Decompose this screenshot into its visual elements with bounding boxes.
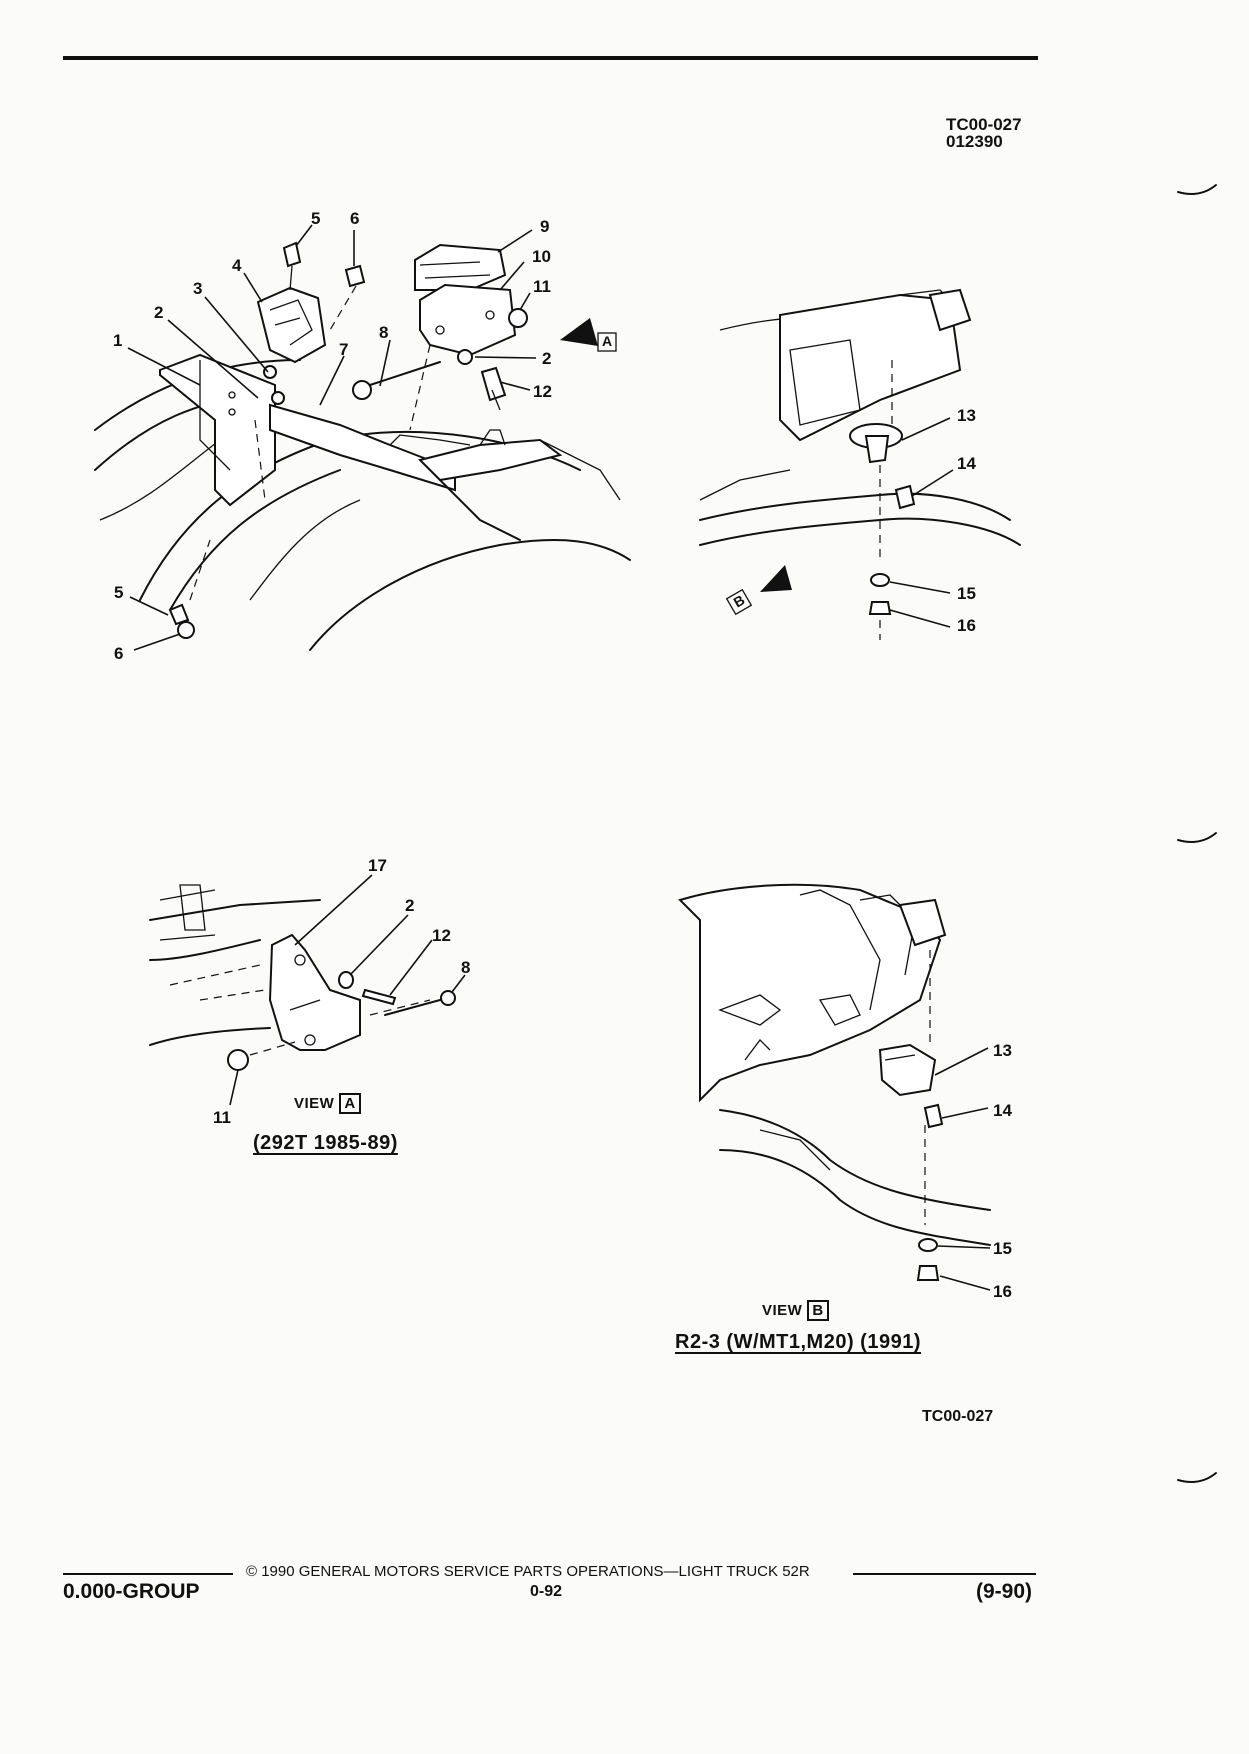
view-b-letter: B: [807, 1300, 829, 1321]
document-code: TC00-027 012390: [946, 116, 1022, 150]
callout-5: 5: [311, 209, 321, 228]
bottom-figure-code: TC00-027: [922, 1408, 994, 1425]
callout-4: 4: [232, 256, 242, 275]
callout-15: 15: [957, 584, 976, 603]
header-rule: [63, 56, 1038, 60]
footer-page-number: 0-92: [530, 1583, 563, 1600]
callout-1: 1: [113, 331, 123, 350]
view-a-label: VIEW: [294, 1095, 335, 1112]
view-b-label: VIEW: [762, 1302, 803, 1319]
callout-15b: 15: [993, 1239, 1012, 1258]
callout-12: 12: [533, 382, 552, 401]
callout-8: 8: [379, 323, 389, 342]
callout-13: 13: [957, 406, 976, 425]
view-b-subtitle: R2-3 (W/MT1,M20) (1991): [675, 1331, 921, 1353]
footer-rule-right: [853, 1573, 1036, 1575]
doc-code: TC00-027: [946, 115, 1022, 134]
callout-5b: 5: [114, 583, 124, 602]
footer-revision: (9-90): [976, 1580, 1033, 1603]
callout-8b: 8: [461, 958, 471, 977]
callout-11: 11: [533, 277, 551, 296]
callout-9: 9: [540, 217, 550, 236]
view-a-letter: A: [339, 1093, 361, 1114]
callout-3: 3: [193, 279, 203, 298]
footer-rule-left: [63, 1573, 233, 1575]
callout-12b: 12: [432, 926, 451, 945]
footer-group: 0.000-GROUP: [63, 1580, 200, 1603]
footer-copyright: © 1990 GENERAL MOTORS SERVICE PARTS OPER…: [246, 1563, 810, 1580]
view-a-subtitle: (292T 1985-89): [253, 1132, 398, 1154]
callout-14: 14: [957, 454, 976, 473]
callout-2c: 2: [405, 896, 415, 915]
callout-17: 17: [368, 856, 387, 875]
callout-2: 2: [154, 303, 164, 322]
callout-11b: 11: [213, 1108, 231, 1127]
view-arrow-a-letter: A: [602, 333, 613, 349]
callout-2b: 2: [542, 349, 552, 368]
callout-10: 10: [532, 247, 551, 266]
callout-6b: 6: [114, 644, 124, 663]
callout-13b: 13: [993, 1041, 1012, 1060]
callout-7: 7: [339, 340, 349, 359]
callout-6: 6: [350, 209, 360, 228]
callout-16: 16: [957, 616, 976, 635]
callout-16b: 16: [993, 1282, 1012, 1301]
callout-14b: 14: [993, 1101, 1012, 1120]
doc-date: 012390: [946, 132, 1003, 151]
